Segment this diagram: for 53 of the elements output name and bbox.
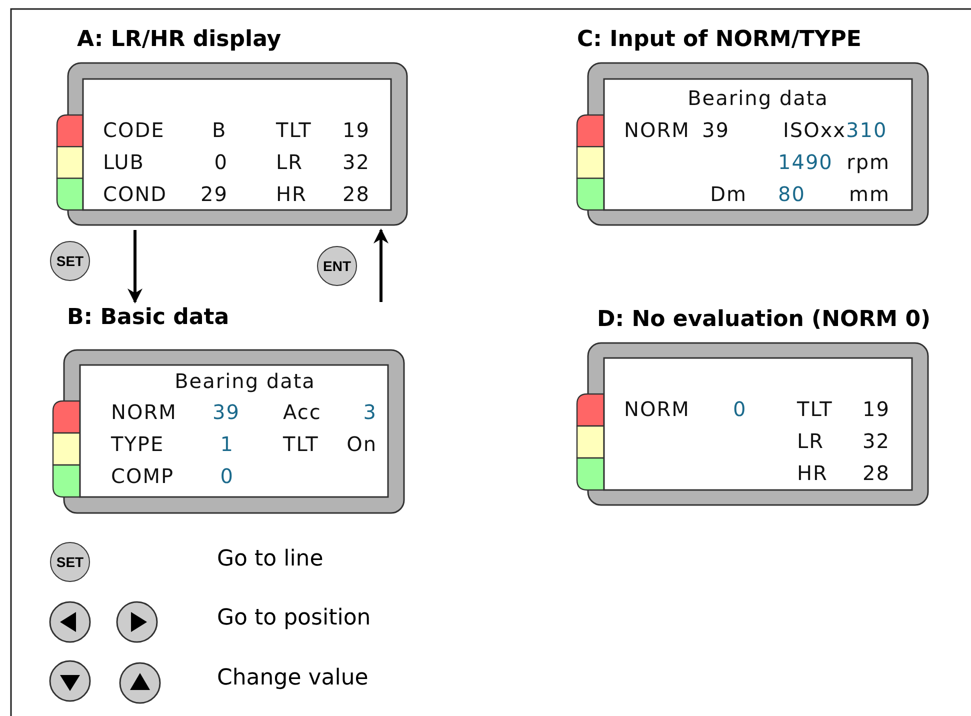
display-text: 28 [862, 462, 890, 484]
display-text: On [346, 433, 377, 455]
display-value: 1490 [778, 151, 833, 173]
display-text: 0 [214, 151, 228, 173]
display-text: 32 [862, 430, 890, 452]
display-value: 1 [220, 433, 234, 455]
display-text: 29 [200, 183, 228, 205]
display-text: NORM [111, 401, 177, 423]
legend-text: Go to line [217, 546, 324, 572]
display-text: TLT [283, 433, 319, 455]
display-text: HR [797, 462, 828, 484]
display-value: 0 [733, 398, 747, 420]
display-value: 3 [363, 401, 377, 423]
display-text: Bearing data [174, 370, 316, 392]
display-text: 28 [342, 183, 370, 205]
display-value: 310 [846, 119, 888, 141]
display-text: TLT [797, 398, 833, 420]
display-value: 80 [778, 183, 806, 205]
panel-heading: A: LR/HR display [77, 28, 282, 52]
key-button: SET [50, 542, 90, 582]
arrow [128, 230, 142, 304]
display-text: B [212, 119, 227, 141]
display-text: COMP [111, 465, 174, 487]
display-text: NORM [624, 119, 690, 141]
display-text: TYPE [111, 433, 164, 455]
display-text: Dm [710, 183, 747, 205]
display-text: CODE [103, 119, 165, 141]
display-text: COND [103, 183, 168, 205]
display-text: Bearing data [688, 87, 828, 109]
display-text: 39 [702, 119, 730, 141]
display-text: LR [276, 151, 304, 173]
display-value: 39 [212, 401, 240, 423]
display-text: mm [849, 183, 890, 205]
display-text: ISOxx [782, 119, 846, 141]
display-text: LUB [103, 151, 145, 173]
legend-text: Change value [217, 666, 368, 690]
display-text: 19 [862, 398, 890, 420]
display-text: LR [797, 430, 824, 452]
key-button: ENT [317, 246, 357, 286]
display-text: rpm [846, 151, 890, 173]
arrow [374, 228, 388, 302]
display-text: 32 [342, 151, 370, 173]
panel-heading: C: Input of NORM/TYPE [577, 28, 862, 52]
display-text: Acc [283, 401, 322, 423]
display-text: HR [276, 183, 307, 205]
display-text: NORM [624, 398, 690, 420]
display-value: 0 [220, 465, 234, 487]
display-text: TLT [276, 119, 312, 141]
display-text: 19 [342, 119, 370, 141]
panel-heading: B: Basic data [67, 306, 230, 330]
key-button: SET [50, 241, 90, 281]
legend-text: Go to position [217, 606, 371, 630]
panel-heading: D: No evaluation (NORM 0) [597, 308, 931, 332]
